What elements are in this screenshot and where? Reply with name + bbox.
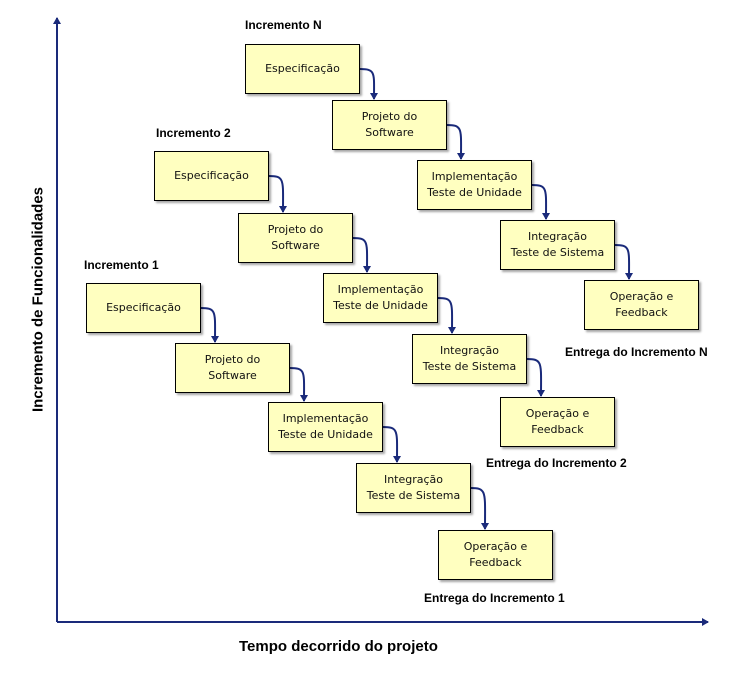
inc2-implementation-box: Implementação Teste de Unidade: [323, 273, 438, 323]
inc2-connector-arrow-1: [268, 175, 288, 213]
incn-integration-box: Integração Teste de Sistema: [500, 220, 615, 270]
incn-specification-box: Especificação: [245, 44, 360, 94]
increment-1-label: Incremento 1: [84, 258, 159, 272]
inc2-connector-arrow-4: [526, 358, 546, 397]
inc2-integration-box: Integração Teste de Sistema: [412, 334, 527, 384]
incn-design-box: Projeto do Software: [332, 100, 447, 150]
inc1-design-box: Projeto do Software: [175, 343, 290, 393]
inc1-connector-arrow-4: [470, 487, 490, 530]
inc2-design-box: Projeto do Software: [238, 213, 353, 263]
inc2-specification-box: Especificação: [154, 151, 269, 201]
delivery-2-label: Entrega do Incremento 2: [486, 456, 627, 470]
delivery-1-label: Entrega do Incremento 1: [424, 591, 565, 605]
incn-connector-arrow-1: [359, 68, 379, 100]
inc1-operation-box: Operação e Feedback: [438, 530, 553, 580]
incn-connector-arrow-2: [446, 124, 466, 160]
delivery-n-label: Entrega do Incremento N: [565, 345, 708, 359]
y-axis-title: Incremento de Funcionalidades: [29, 186, 47, 413]
inc1-implementation-box: Implementação Teste de Unidade: [268, 402, 383, 452]
inc1-specification-box: Especificação: [86, 283, 201, 333]
inc2-operation-box: Operação e Feedback: [500, 397, 615, 447]
increment-n-label: Incremento N: [245, 18, 322, 32]
incn-operation-box: Operação e Feedback: [584, 280, 699, 330]
inc1-integration-box: Integração Teste de Sistema: [356, 463, 471, 513]
x-axis-title: Tempo decorrido do projeto: [239, 638, 438, 655]
increment-2-label: Incremento 2: [156, 126, 231, 140]
inc1-connector-arrow-2: [289, 367, 309, 402]
incn-connector-arrow-3: [531, 184, 551, 220]
incn-implementation-box: Implementação Teste de Unidade: [417, 160, 532, 210]
inc2-connector-arrow-3: [437, 297, 457, 334]
inc2-connector-arrow-2: [352, 237, 372, 273]
inc1-connector-arrow-1: [200, 307, 220, 343]
inc1-connector-arrow-3: [382, 426, 402, 463]
incn-connector-arrow-4: [614, 244, 634, 280]
